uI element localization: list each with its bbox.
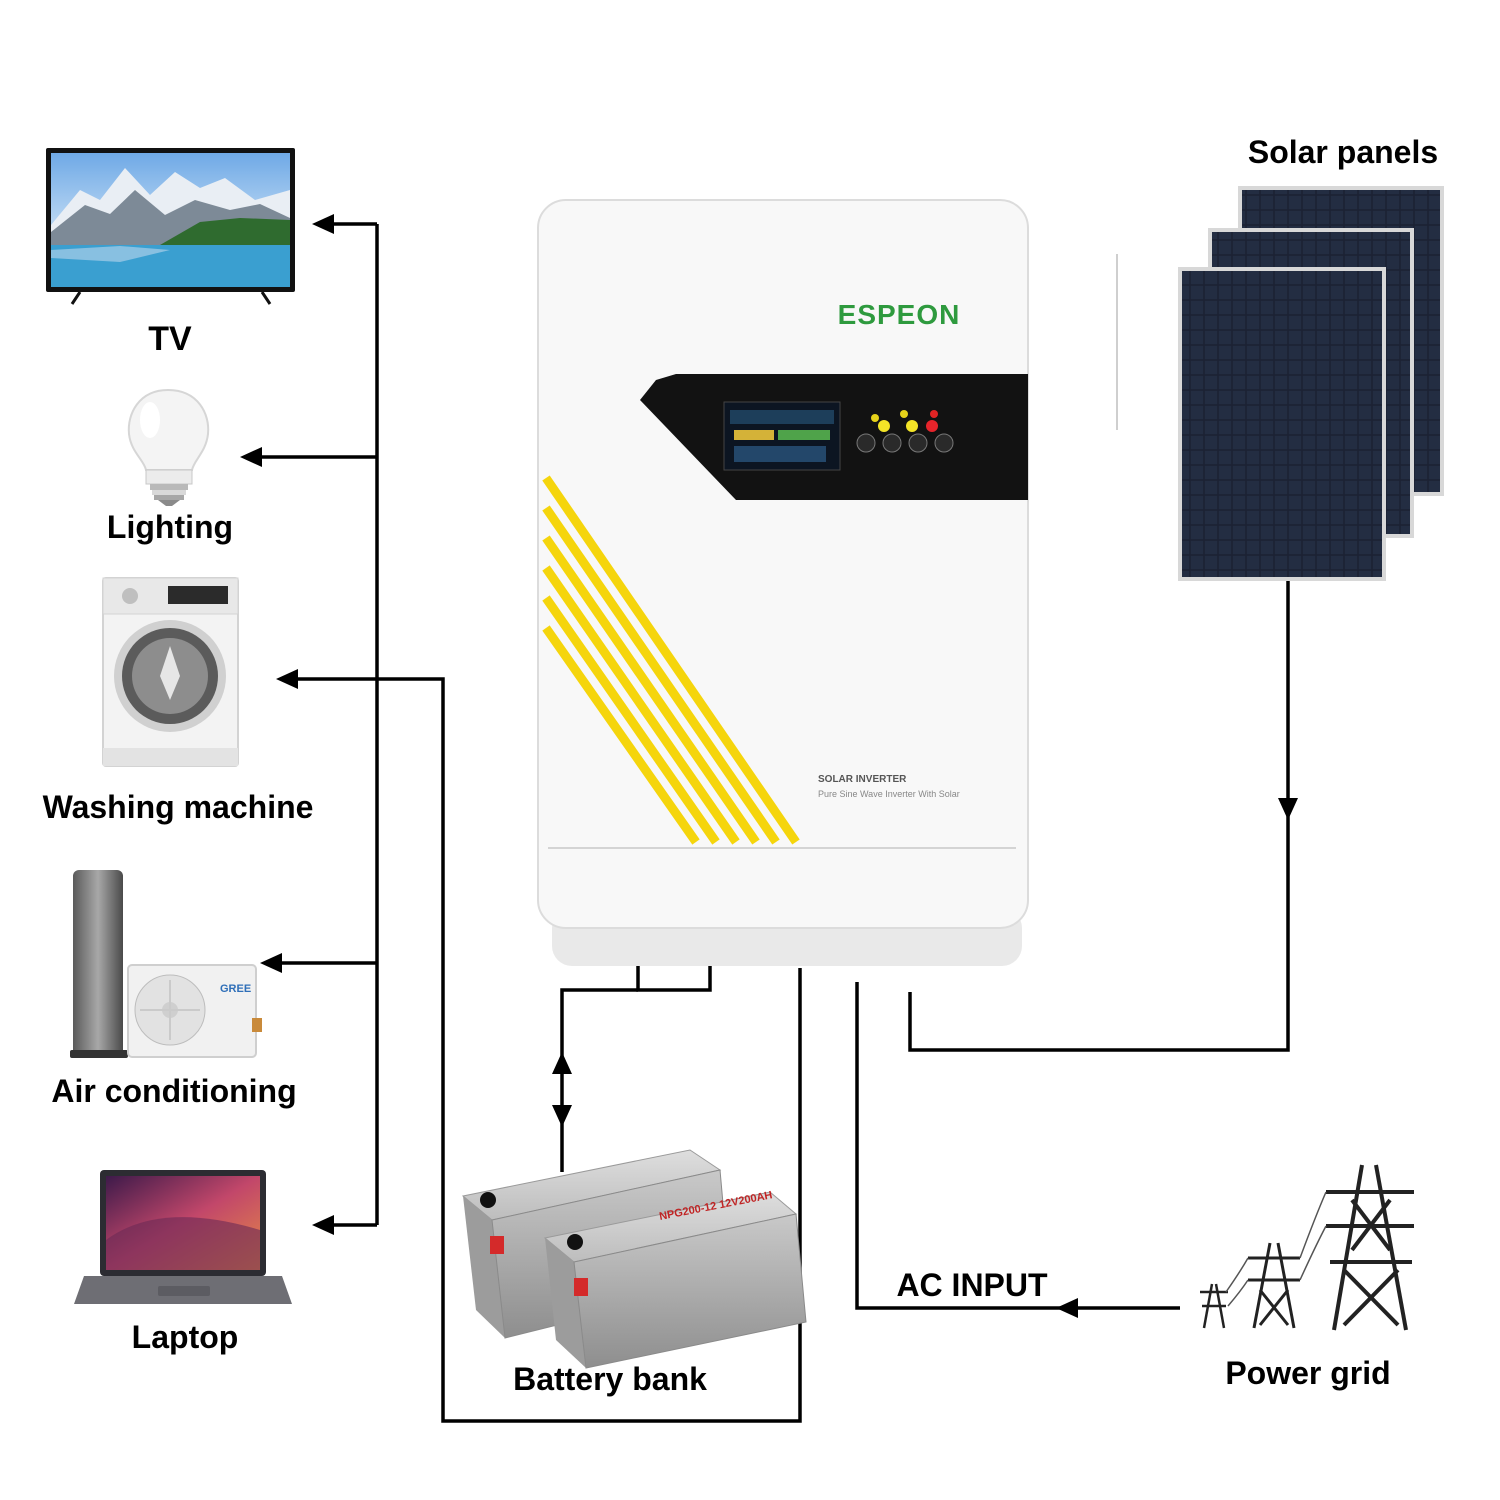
inverter-product-subtitle: Pure Sine Wave Inverter With Solar: [818, 789, 960, 799]
transmission-tower-icon: [1200, 1164, 1414, 1331]
solar-panel-icon: [1178, 186, 1444, 581]
battery-terminal-line: [636, 963, 712, 992]
air-conditioner-icon: GREE: [70, 870, 262, 1058]
solar-panels-label: Solar panels: [1248, 134, 1438, 170]
ac-input-line: [855, 982, 1180, 1310]
inverter-icon: ESPEON SOLAR INVERTER Pure Sine Wave Inv…: [537, 199, 1029, 966]
lighting-arrow: [240, 447, 262, 467]
ac-brand: GREE: [220, 983, 251, 995]
ac-input-arrow: [1056, 1298, 1078, 1318]
inverter-stripes: [542, 475, 800, 845]
washing-machine-icon: [102, 577, 239, 767]
ac-arrow: [260, 953, 282, 973]
tv-arrow: [312, 214, 334, 234]
laptop-label: Laptop: [132, 1319, 239, 1355]
battery-arrow-down: [552, 1105, 572, 1127]
washing-machine-arrow: [276, 669, 298, 689]
battery-arrow-up: [552, 1052, 572, 1074]
lighting-label: Lighting: [107, 509, 233, 545]
battery-icon: NPG200-12 12V200AH: [461, 1149, 807, 1369]
tv-label: TV: [148, 320, 192, 358]
pv-arrow: [1278, 798, 1298, 820]
inverter-product-line: SOLAR INVERTER: [818, 774, 907, 785]
laptop-arrow: [312, 1215, 334, 1235]
washing-machine-label: Washing machine: [43, 789, 314, 825]
power-grid-label: Power grid: [1225, 1355, 1390, 1391]
light-bulb-icon: [127, 388, 210, 506]
battery-bank-label: Battery bank: [513, 1361, 707, 1397]
air-conditioning-label: Air conditioning: [51, 1073, 296, 1109]
ac-input-label: AC INPUT: [896, 1267, 1048, 1303]
battery-link-line: [560, 988, 638, 1172]
inverter-brand: ESPEON: [838, 299, 961, 330]
laptop-icon: [74, 1170, 292, 1304]
tv-icon: [46, 148, 295, 305]
